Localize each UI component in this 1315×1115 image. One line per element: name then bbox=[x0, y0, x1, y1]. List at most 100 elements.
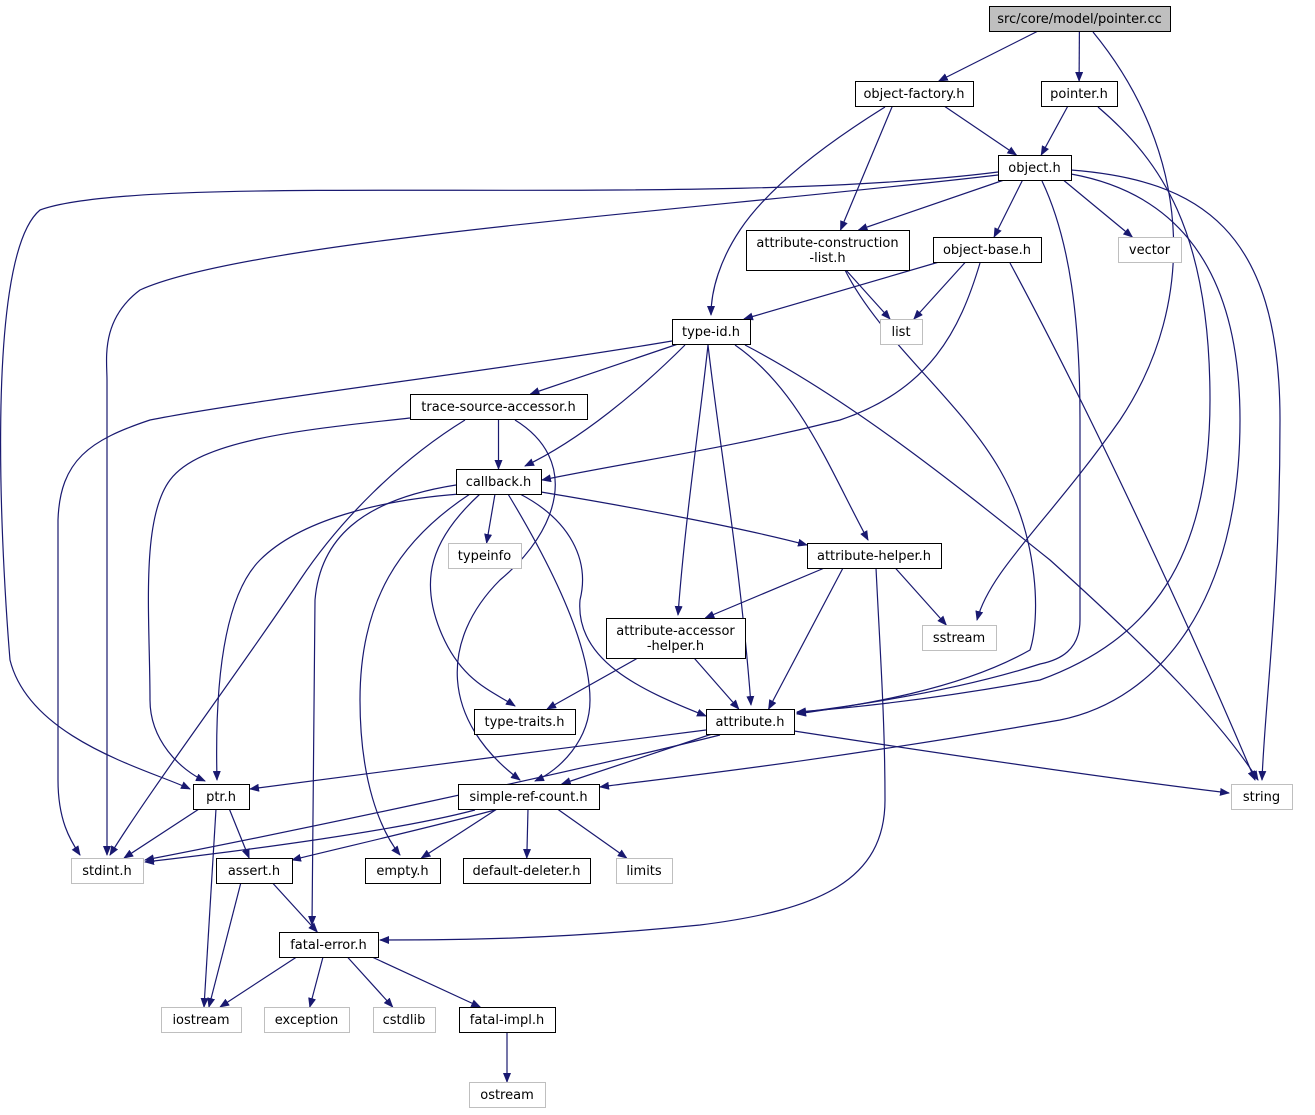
node-box bbox=[410, 394, 588, 420]
node-object-factory-h[interactable]: object-factory.h bbox=[855, 81, 974, 107]
node-label: src/core/model/pointer.cc bbox=[997, 12, 1162, 27]
node-pointer-h[interactable]: pointer.h bbox=[1041, 81, 1118, 107]
edge-attribute-h-to-ptr-h bbox=[249, 729, 707, 792]
node-label: attribute-helper.h bbox=[817, 549, 931, 564]
node-box bbox=[279, 932, 379, 958]
edge-type-id-h-to-attribute-helper-h bbox=[734, 344, 869, 541]
edge-trace-source-accessor-h-to-ptr-h bbox=[147, 417, 411, 782]
node-callback-h[interactable]: callback.h bbox=[456, 469, 542, 495]
node-box bbox=[933, 237, 1042, 263]
edge-object-h-to-attribute-h bbox=[796, 180, 1081, 716]
node-type-traits-h[interactable]: type-traits.h bbox=[474, 709, 576, 735]
node-label: assert.h bbox=[228, 864, 280, 879]
node-box bbox=[855, 81, 974, 107]
edge-attribute-h-to-stdint-h bbox=[144, 734, 721, 863]
edge-callback-h-to-ptr-h bbox=[212, 493, 461, 781]
node-assert-h[interactable]: assert.h bbox=[216, 858, 293, 884]
node-box bbox=[463, 858, 591, 884]
edge-fatal-error-h-to-fatal-impl-h bbox=[371, 956, 482, 1008]
node-label: fatal-error.h bbox=[290, 938, 367, 953]
edge-simple-ref-count-h-to-default-deleter-h bbox=[523, 808, 532, 859]
node-ptr-h[interactable]: ptr.h bbox=[193, 784, 250, 810]
edge-attribute-h-to-simple-ref-count-h bbox=[560, 733, 713, 785]
node-box bbox=[880, 319, 923, 345]
node-default-deleter-h[interactable]: default-deleter.h bbox=[463, 858, 591, 884]
node-attribute-accessor-helper-h[interactable]: attribute-accessor-helper.h bbox=[606, 618, 746, 659]
node-label: limits bbox=[626, 864, 662, 879]
node-box bbox=[1041, 81, 1118, 107]
edge-object-base-h-to-type-id-h bbox=[743, 261, 940, 321]
edge-attribute-construction-list-h-to-attribute-h bbox=[796, 269, 1037, 717]
edge-type-id-h-to-callback-h bbox=[524, 344, 686, 467]
node-label: trace-source-accessor.h bbox=[421, 400, 575, 415]
edge-callback-h-to-fatal-error-h bbox=[308, 484, 457, 926]
edge-attribute-helper-h-to-attribute-h bbox=[768, 567, 844, 710]
edge-callback-h-to-empty-h bbox=[359, 493, 471, 856]
edge-simple-ref-count-h-to-stdint-h bbox=[144, 809, 476, 865]
node-label: attribute-accessor bbox=[616, 624, 735, 639]
node-attribute-construction-list-h[interactable]: attribute-construction-list.h bbox=[746, 230, 910, 271]
node-label: fatal-impl.h bbox=[470, 1013, 544, 1028]
node-object-h[interactable]: object.h bbox=[998, 155, 1072, 181]
edge-type-id-h-to-trace-source-accessor-h bbox=[529, 343, 679, 395]
edge-object-h-to-object-base-h bbox=[993, 179, 1024, 238]
node-pointer-cc[interactable]: src/core/model/pointer.cc bbox=[989, 6, 1171, 32]
node-box bbox=[606, 618, 746, 659]
node-box bbox=[264, 1007, 350, 1033]
node-attribute-h[interactable]: attribute.h bbox=[706, 709, 795, 735]
edge-object-h-to-simple-ref-count-h bbox=[599, 173, 1241, 790]
node-label: cstdlib bbox=[383, 1013, 426, 1028]
node-box bbox=[373, 1007, 436, 1033]
node-label: object-factory.h bbox=[863, 87, 964, 102]
node-fatal-error-h[interactable]: fatal-error.h bbox=[279, 932, 379, 958]
node-attribute-helper-h[interactable]: attribute-helper.h bbox=[807, 543, 942, 569]
node-cstdlib: cstdlib bbox=[373, 1007, 436, 1033]
node-box bbox=[71, 858, 144, 884]
edge-trace-source-accessor-h-to-simple-ref-count-h bbox=[456, 419, 556, 781]
edge-callback-h-to-typeinfo bbox=[484, 493, 496, 544]
edge-object-h-to-attribute-construction-list-h bbox=[857, 179, 1005, 231]
edge-attribute-helper-h-to-attribute-accessor-helper-h bbox=[704, 567, 825, 619]
node-label: object.h bbox=[1008, 161, 1060, 176]
edge-ptr-h-to-iostream bbox=[200, 808, 217, 1008]
edge-object-h-to-string bbox=[1070, 169, 1281, 781]
node-type-id-h[interactable]: type-id.h bbox=[672, 319, 751, 345]
edge-fatal-error-h-to-cstdlib bbox=[346, 956, 394, 1008]
edge-attribute-helper-h-to-fatal-error-h bbox=[379, 567, 886, 944]
edge-type-id-h-to-stdint-h bbox=[57, 340, 673, 856]
node-label: -helper.h bbox=[647, 639, 704, 654]
node-label: type-traits.h bbox=[485, 715, 565, 730]
edge-fatal-error-h-to-exception bbox=[308, 956, 324, 1008]
node-iostream: iostream bbox=[161, 1007, 242, 1033]
node-object-base-h[interactable]: object-base.h bbox=[933, 237, 1042, 263]
node-box bbox=[193, 784, 250, 810]
node-box bbox=[161, 1007, 242, 1033]
edge-callback-h-to-attribute-h bbox=[519, 493, 707, 717]
node-empty-h[interactable]: empty.h bbox=[365, 858, 441, 884]
edge-simple-ref-count-h-to-limits bbox=[557, 808, 628, 859]
edge-attribute-h-to-string bbox=[793, 730, 1230, 796]
node-box bbox=[989, 6, 1171, 32]
node-fatal-impl-h[interactable]: fatal-impl.h bbox=[459, 1007, 556, 1033]
edge-callback-h-to-simple-ref-count-h bbox=[507, 493, 591, 782]
node-box bbox=[459, 1007, 556, 1033]
node-label: exception bbox=[275, 1013, 339, 1028]
node-label: callback.h bbox=[466, 475, 532, 490]
edge-callback-h-to-attribute-helper-h bbox=[540, 491, 808, 547]
edge-object-base-h-to-string bbox=[1009, 262, 1256, 781]
node-label: list bbox=[891, 325, 910, 340]
edge-pointer-h-to-attribute-h bbox=[796, 106, 1211, 716]
node-simple-ref-count-h[interactable]: simple-ref-count.h bbox=[458, 784, 600, 810]
node-label: attribute.h bbox=[715, 715, 784, 730]
node-box bbox=[474, 709, 576, 735]
edge-pointer-h-to-object-h bbox=[1040, 105, 1069, 156]
node-label: iostream bbox=[172, 1013, 229, 1028]
node-box bbox=[998, 155, 1072, 181]
node-box bbox=[1231, 784, 1293, 810]
node-label: typeinfo bbox=[458, 549, 511, 564]
edge-assert-h-to-fatal-error-h bbox=[272, 882, 318, 933]
node-typeinfo: typeinfo bbox=[448, 543, 522, 569]
node-trace-source-accessor-h[interactable]: trace-source-accessor.h bbox=[410, 394, 588, 420]
node-ostream: ostream bbox=[469, 1082, 546, 1108]
node-label: attribute-construction bbox=[756, 236, 898, 251]
